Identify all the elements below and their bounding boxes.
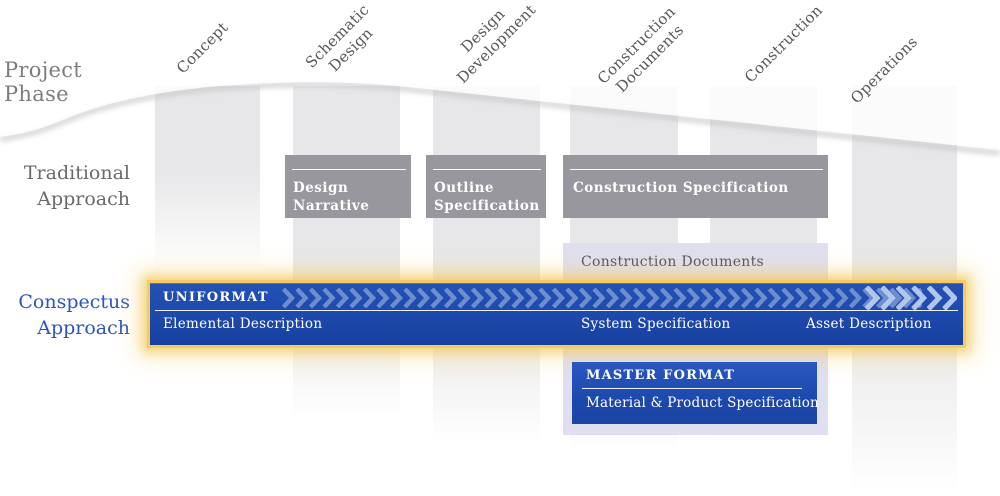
chevron-arrows-end-icon — [865, 286, 957, 310]
box-label: Outline Specification — [434, 179, 540, 215]
caption-line: Traditional — [23, 162, 130, 184]
caption-line: Approach — [37, 317, 130, 339]
box-divider-line — [582, 388, 802, 389]
elemental-description-label: Elemental Description — [163, 316, 323, 332]
masterformat-subtitle: Material & Product Specification — [586, 395, 819, 411]
project-phase-caption: Project Phase — [4, 58, 83, 106]
phase-label-design-development: Design Development — [440, 0, 540, 87]
box-divider-line — [433, 169, 541, 170]
phase-band-design-development — [433, 86, 540, 442]
box-label: Design Narrative — [293, 179, 369, 215]
asset-description-label: Asset Description — [806, 316, 932, 332]
box-divider-line — [292, 169, 406, 170]
conspectus-approach-caption: Conspectus Approach — [0, 289, 130, 341]
masterformat-box: MASTER FORMAT Material & Product Specifi… — [572, 362, 819, 424]
masterformat-title: MASTER FORMAT — [586, 368, 736, 383]
caption-line: Conspectus — [18, 291, 130, 313]
phase-label-schematic-design: Schematic Design — [302, 1, 386, 85]
box-label-line: Design — [293, 180, 349, 196]
chevron-arrows-icon — [282, 288, 922, 308]
box-label: Construction Specification — [573, 179, 789, 197]
construction-documents-label: Construction Documents — [581, 254, 765, 270]
bar-divider-line — [155, 310, 958, 311]
phase-label-construction: Construction — [741, 1, 826, 86]
box-label-line: Narrative — [293, 198, 370, 214]
system-specification-label: System Specification — [581, 316, 731, 332]
construction-specification-box: Construction Specification — [563, 155, 828, 218]
phase-band-schematic-design — [293, 86, 400, 420]
outline-specification-box: Outline Specification — [426, 155, 546, 218]
caption-line: Approach — [37, 188, 130, 210]
uniformat-bar: UNIFORMAT Elemental Description System S… — [150, 283, 963, 345]
box-label-line: Outline — [434, 180, 494, 196]
box-label-line: Construction Specification — [573, 180, 789, 196]
phase-label-concept: Concept — [173, 18, 232, 77]
phase-band-concept — [155, 86, 260, 270]
uniformat-title: UNIFORMAT — [163, 290, 269, 305]
design-narrative-box: Design Narrative — [285, 155, 411, 218]
traditional-approach-caption: Traditional Approach — [0, 160, 130, 212]
box-divider-line — [570, 169, 823, 170]
phase-label-text: Concept — [172, 18, 232, 78]
box-label-line: Specification — [434, 198, 540, 214]
phase-label-text: Construction — [740, 1, 826, 87]
